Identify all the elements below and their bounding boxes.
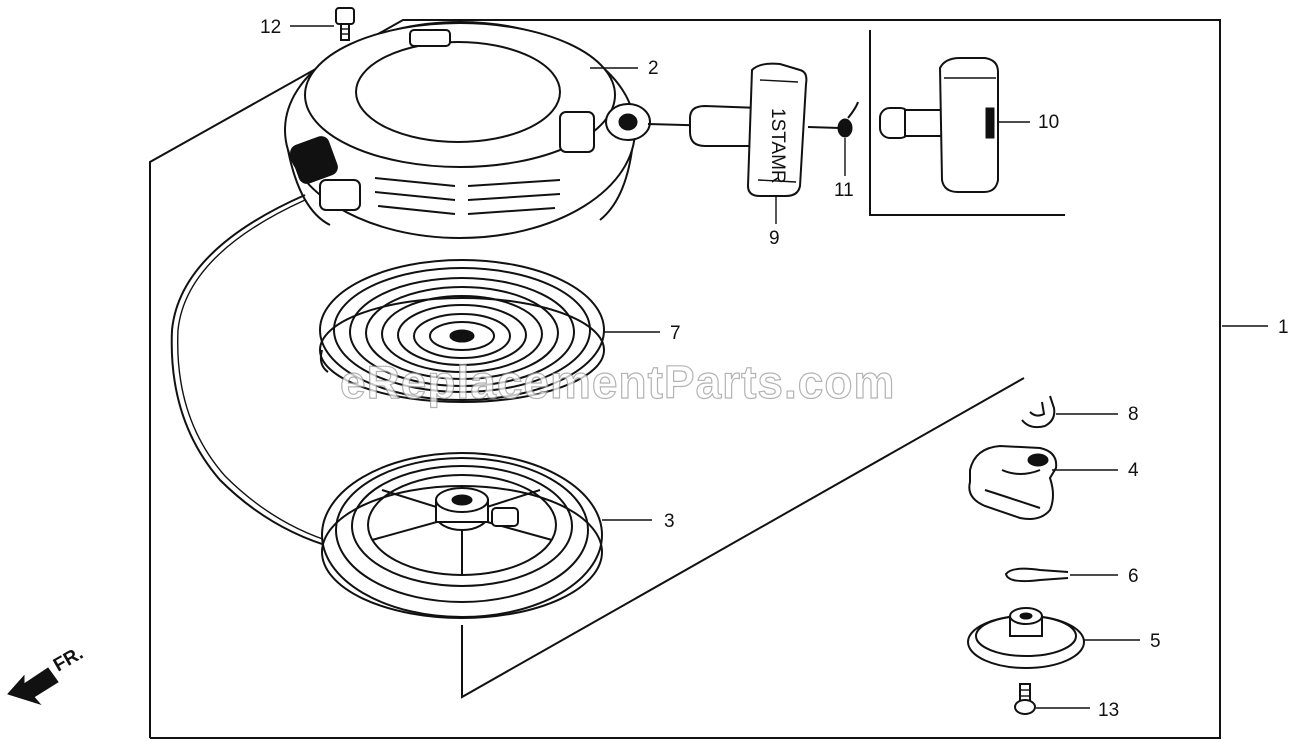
case-vents	[290, 29, 595, 215]
callout-1: 1	[1278, 317, 1289, 338]
recoil-spring	[319, 259, 605, 403]
rope-knot	[837, 101, 859, 138]
callout-2: 2	[648, 58, 659, 79]
callout-7: 7	[670, 323, 681, 344]
callout-11: 11	[834, 180, 854, 201]
callout-3: 3	[664, 511, 675, 532]
front-direction-arrow: FR.	[7, 643, 87, 705]
bolt-top	[335, 7, 355, 41]
screw-bottom	[1014, 683, 1036, 715]
friction-spring	[1004, 567, 1069, 583]
callout-12: 12	[260, 17, 281, 38]
callouts: 12 2 10 11 9 1 7 8 4 3 6 5 13	[260, 17, 1289, 721]
ratchet-spring	[1021, 395, 1056, 429]
front-marker-label: FR.	[50, 643, 87, 676]
callout-4: 4	[1128, 460, 1139, 481]
handle-marking: 1STAMR	[767, 108, 788, 184]
leader-lines	[290, 25, 1268, 709]
friction-plate	[967, 607, 1085, 669]
watermark: eReplacementParts.com	[340, 356, 895, 408]
ratchet	[968, 444, 1058, 520]
alternative-handle	[879, 57, 999, 193]
starter-handle: 1STAMR	[689, 62, 808, 197]
callout-5: 5	[1150, 631, 1161, 652]
callout-9: 9	[769, 228, 780, 249]
callout-13: 13	[1098, 700, 1119, 721]
callout-6: 6	[1128, 566, 1139, 587]
callout-8: 8	[1128, 404, 1139, 425]
callout-10: 10	[1038, 112, 1059, 133]
assembly-boundary	[149, 19, 1221, 739]
starter-case	[284, 21, 651, 239]
starter-reel	[321, 452, 603, 619]
